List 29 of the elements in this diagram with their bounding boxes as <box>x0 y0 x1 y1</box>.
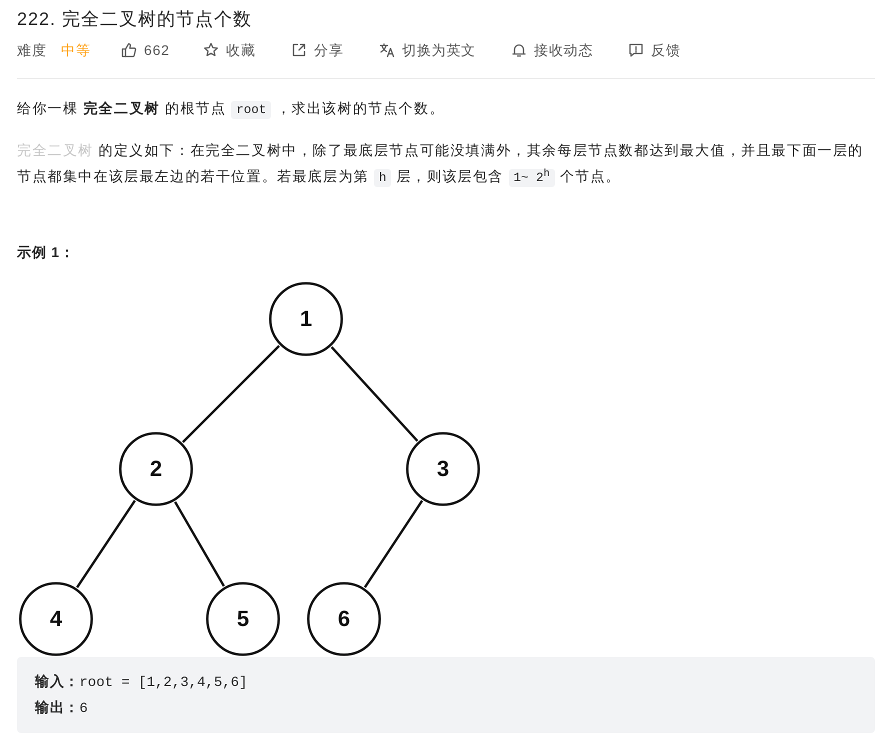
problem-title: 222. 完全二叉树的节点个数 <box>17 8 252 31</box>
input-line: 输入：root = [1,2,3,4,5,6] <box>35 672 248 693</box>
inline-code: h <box>374 169 392 188</box>
difficulty-label: 难度 <box>17 41 47 60</box>
tree-edge <box>330 346 418 442</box>
tree-node: 6 <box>306 581 382 657</box>
subscribe-button: 接收动态 <box>511 39 594 61</box>
tree-node: 5 <box>205 581 281 657</box>
output-line: 输出：6 <box>35 698 88 719</box>
tree-node: 1 <box>268 281 344 357</box>
inline-code: 1~ 2$^{h}$ <box>508 169 555 188</box>
tree-edge <box>182 345 280 443</box>
like-button: 662 <box>121 39 170 61</box>
feedback-button: 反馈 <box>628 39 681 61</box>
term-link: 完全二叉树 <box>17 142 94 158</box>
example-heading: 示例 1： <box>17 243 75 262</box>
tree-edge <box>174 501 225 587</box>
difficulty-level: 中等 <box>61 41 91 60</box>
favorite-button: 收藏 <box>203 39 256 61</box>
tree-edge <box>76 500 136 588</box>
translate-button: 切换为英文 <box>379 39 476 61</box>
tree-node: 4 <box>18 581 94 657</box>
inline-code: root <box>231 101 272 119</box>
paragraph-text: 完全二叉树 的定义如下：在完全二叉树中，除了最底层节点可能没填满外，其余每层节点数都达到最大值，并且最下面一层的节点都集中在该层最左边的若干位置。若最底层为第 h 层，则该层包含 1~ 2$^{h}$ 个节点。 <box>17 141 864 190</box>
tree-node: 3 <box>405 431 481 507</box>
paragraph-text: 给你一棵 完全二叉树 的根节点 root ，求出该树的节点个数。 <box>17 99 446 121</box>
share-button: 分享 <box>291 39 344 61</box>
tree-edge <box>364 500 424 588</box>
tree-node: 2 <box>118 431 194 507</box>
